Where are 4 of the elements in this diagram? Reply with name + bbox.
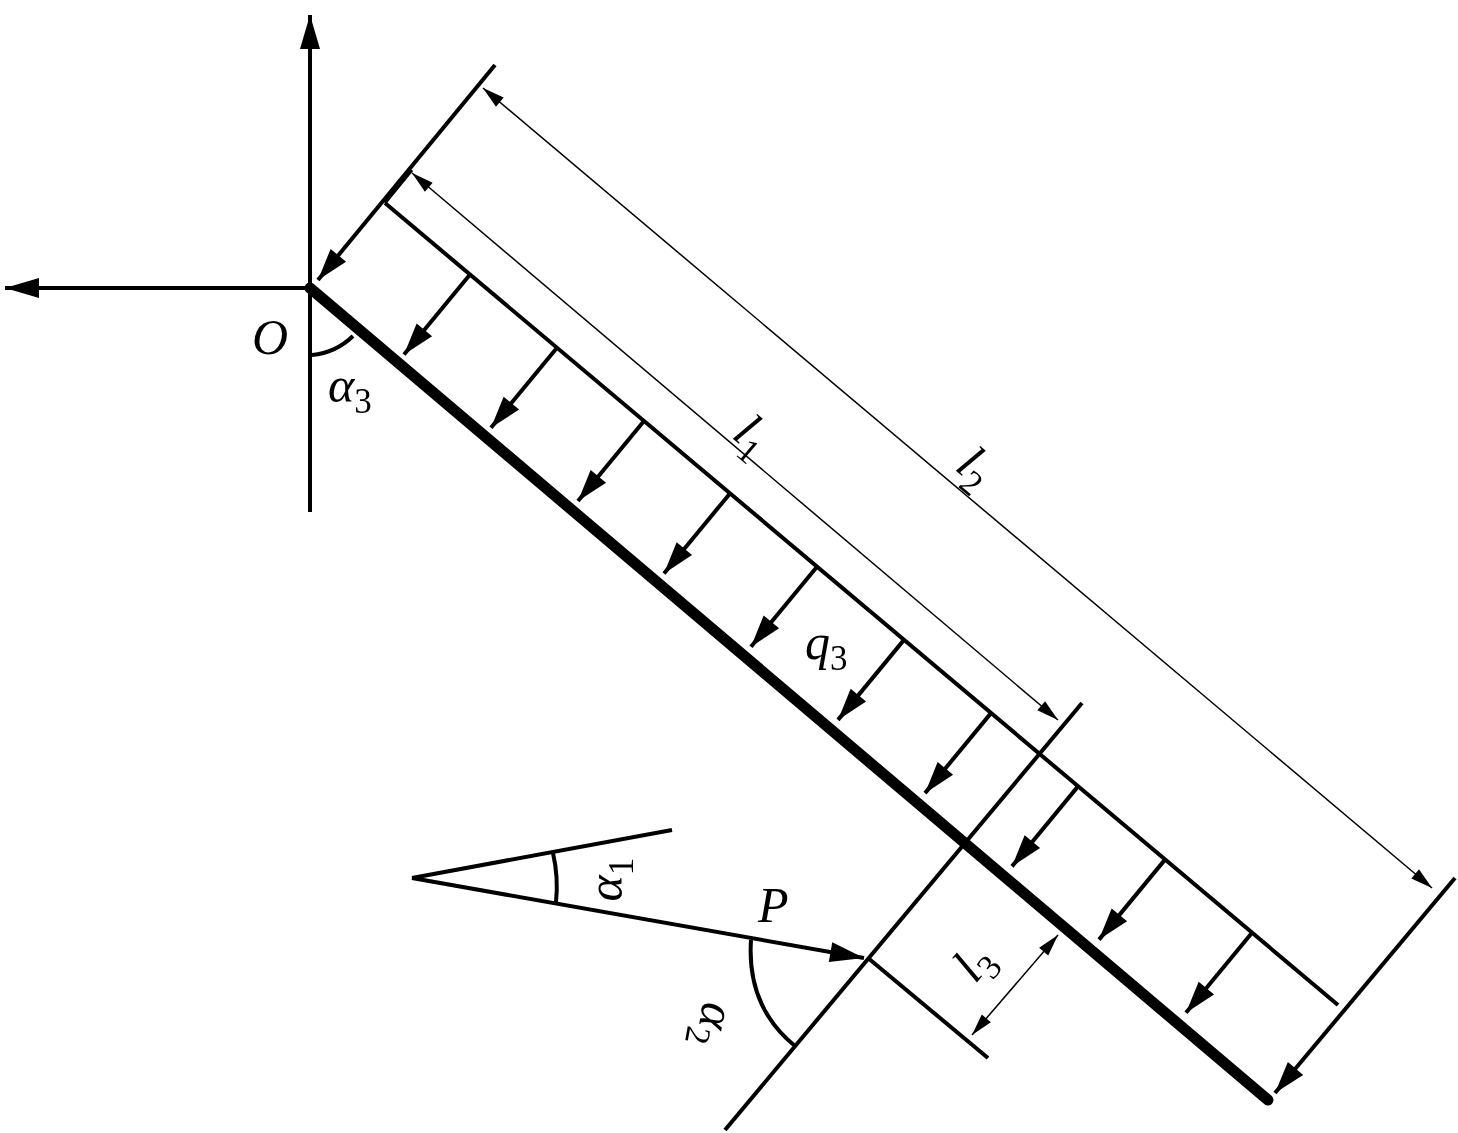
math-label: P [758, 880, 789, 930]
math-label: O [252, 312, 289, 362]
math-label: α$_{3}$ [328, 360, 372, 419]
math-label: q$_{3}$ [805, 617, 848, 676]
